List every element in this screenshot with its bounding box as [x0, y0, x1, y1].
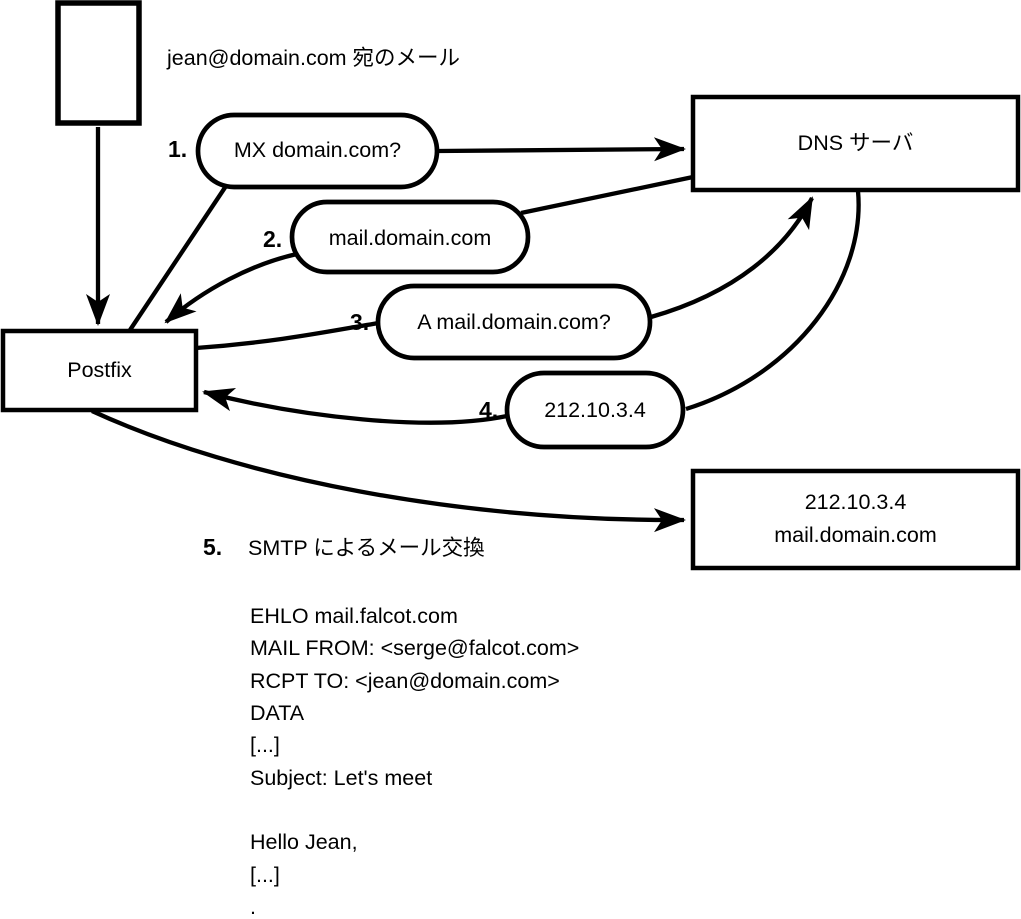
- smtp-line: [...]: [250, 862, 280, 887]
- mail-server-hostname: mail.domain.com: [774, 523, 937, 547]
- query-a-pill: [375, 283, 653, 361]
- smtp-line: Subject: Let's meet: [250, 765, 433, 790]
- mail-server-ip: 212.10.3.4: [804, 490, 907, 514]
- arrow-answer-mx-to-postfix: [164, 251, 298, 324]
- smtp-line: .: [250, 894, 256, 919]
- smtp-line: Hello Jean,: [250, 830, 358, 855]
- smtp-line: MAIL FROM: <serge@falcot.com>: [250, 636, 580, 661]
- arrow-query-mx-to-dns: [437, 137, 686, 162]
- smtp-line: [...]: [250, 733, 280, 758]
- step2-number: 2.: [263, 226, 283, 252]
- line-postfix-to-query-mx: [128, 184, 228, 332]
- smtp-line: DATA: [250, 700, 305, 725]
- smtp-line: [250, 794, 579, 826]
- step4-number: 4.: [479, 397, 499, 423]
- query-a-label: A mail.domain.com?: [417, 310, 611, 334]
- dns-server-label: DNS サーバ: [797, 131, 914, 155]
- step1-number: 1.: [168, 136, 188, 162]
- mail-server-label: 212.10.3.4 mail.domain.com: [693, 486, 1018, 552]
- postfix-label: Postfix: [67, 358, 132, 382]
- line-dns-to-answer-mx: [520, 174, 694, 216]
- line-dns-to-answer-a: [685, 190, 861, 412]
- arrow-query-a-to-dns: [650, 196, 814, 320]
- dns-server-box: [690, 94, 1021, 193]
- step3-number: 3.: [350, 309, 370, 335]
- mail-server-box: [690, 468, 1021, 571]
- smtp-session-transcript: EHLO mail.falcot.com MAIL FROM: <serge@f…: [250, 600, 579, 919]
- answer-a-label: 212.10.3.4: [544, 398, 646, 422]
- step5-number: 5.: [203, 534, 223, 560]
- answer-mx-label: mail.domain.com: [328, 226, 492, 250]
- mail-envelope-icon: [55, 0, 142, 126]
- line-postfix-to-query-a: [195, 320, 380, 351]
- mail-note-label: jean@domain.com 宛のメール: [167, 46, 461, 70]
- smtp-line: EHLO mail.falcot.com: [250, 604, 458, 628]
- query-mx-label: MX domain.com?: [233, 138, 402, 162]
- answer-a-pill: [504, 370, 686, 450]
- smtp-exchange-label: SMTP によるメール交換: [248, 536, 485, 560]
- postfix-box: [0, 328, 199, 413]
- answer-mx-pill: [289, 199, 531, 275]
- arrow-answer-a-to-postfix: [202, 387, 508, 425]
- arrow-postfix-to-mail-server: [91, 409, 686, 533]
- smtp-line: RCPT TO: <jean@domain.com>: [250, 668, 560, 693]
- query-mx-pill: [195, 112, 440, 190]
